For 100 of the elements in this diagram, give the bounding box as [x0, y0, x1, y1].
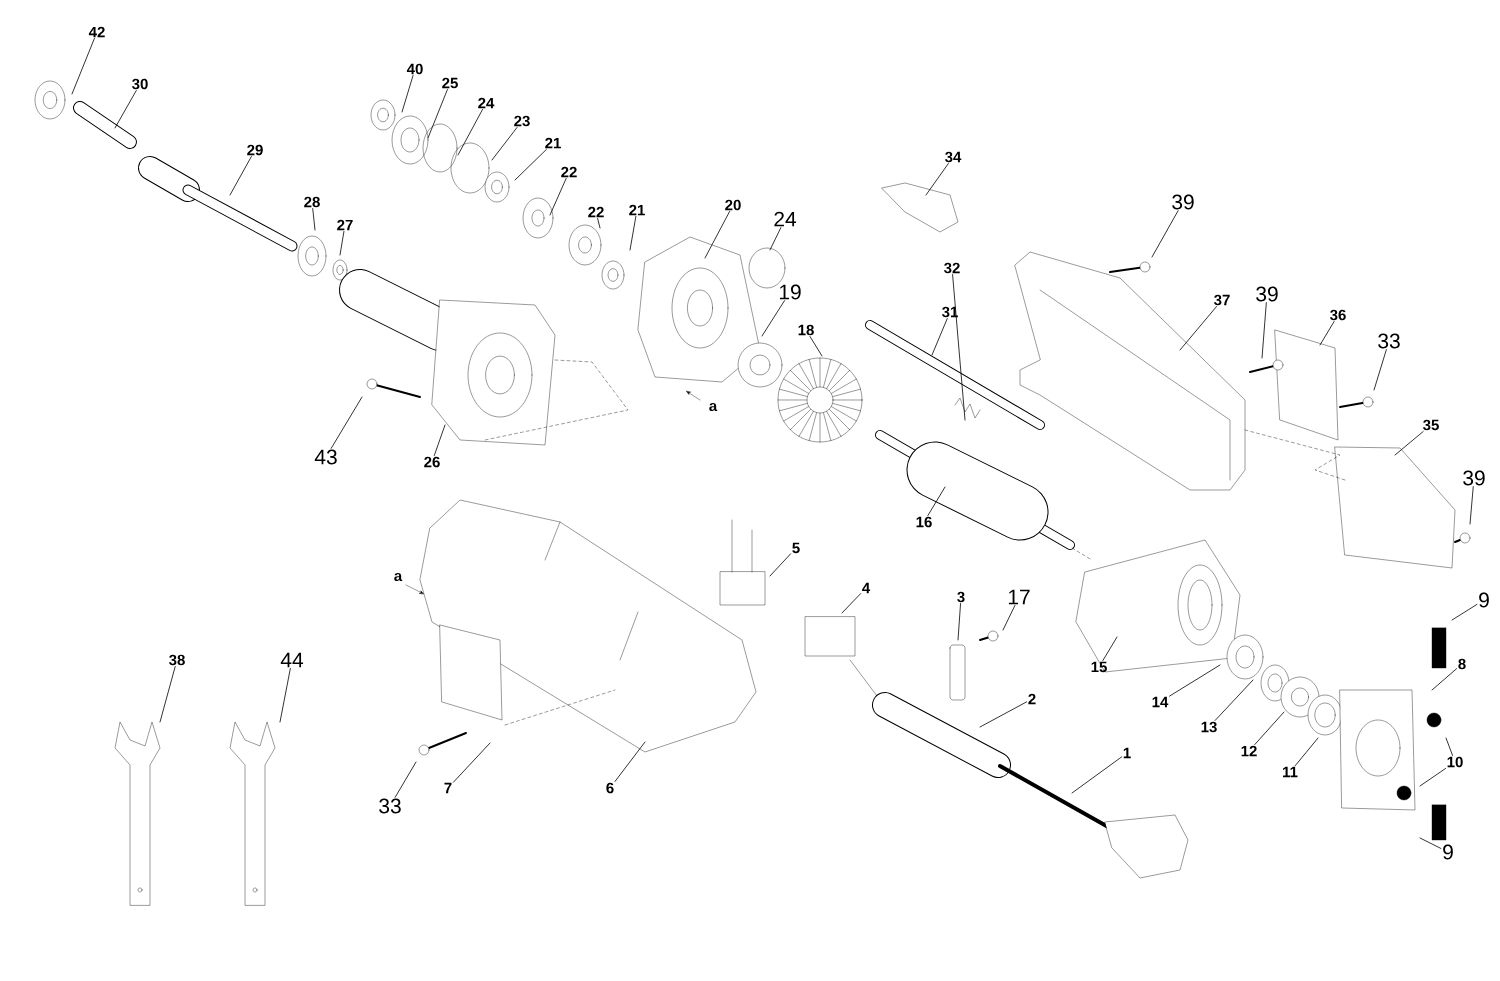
callout-number: 20: [725, 199, 741, 211]
callout-number: 40: [406, 63, 423, 75]
callout-number: 22: [588, 206, 604, 218]
leader-line: [1373, 349, 1387, 391]
callout-number: 2: [1028, 693, 1036, 705]
callout-number: 7: [444, 782, 452, 794]
leader-line: [159, 666, 176, 723]
callout-number: 39: [1172, 194, 1194, 210]
callout-number: 14: [1152, 696, 1169, 708]
callout-number: 22: [561, 166, 577, 178]
callout-number: 35: [1423, 419, 1439, 431]
leader-line: [1002, 605, 1016, 631]
callout-number: 21: [545, 137, 561, 149]
callout-number: 24: [478, 97, 495, 109]
leader-line: [597, 218, 601, 229]
leader-line: [491, 127, 518, 161]
callout-number: 37: [1214, 294, 1230, 306]
leader-line: [514, 149, 547, 181]
leader-line: [1319, 321, 1335, 346]
callout-number: 10: [1447, 756, 1463, 768]
callout-number: 18: [798, 324, 814, 336]
leader-line: [71, 38, 95, 95]
leader-line: [1261, 302, 1267, 359]
callout-number: 3: [957, 591, 965, 603]
callout-number: 24: [774, 211, 797, 227]
callout-number: 34: [945, 151, 962, 163]
leader-line: [312, 208, 316, 231]
callout-number: 43: [314, 449, 337, 465]
callout-number: 39: [1463, 470, 1485, 486]
leader-line: [1254, 711, 1285, 745]
leader-line: [394, 761, 417, 798]
callout-number: 19: [779, 284, 801, 300]
leader-line: [401, 75, 414, 113]
callout-number: 9: [1443, 844, 1453, 860]
callout-number: 25: [442, 77, 458, 89]
leader-line: [1431, 668, 1458, 691]
callout-number: 8: [1458, 658, 1466, 670]
callout-number: 4: [862, 582, 871, 594]
leader-line: [1469, 486, 1474, 525]
leader-line: [229, 156, 252, 196]
leader-line: [1419, 768, 1446, 787]
callout-number: 38: [169, 654, 185, 666]
leader-line: [453, 742, 491, 783]
callout-number: 28: [304, 196, 320, 208]
leader-line: [1102, 636, 1118, 661]
leader-line: [1394, 431, 1424, 456]
leader-line: [927, 486, 946, 516]
callout-number: 39: [1256, 286, 1278, 302]
callout-number: 17: [1008, 589, 1030, 605]
leader-line: [614, 741, 646, 782]
leader-line: [433, 424, 446, 456]
callout-number: 16: [916, 516, 932, 528]
callout-number: 5: [792, 542, 800, 554]
leader-line: [1294, 737, 1319, 767]
callout-number: 36: [1330, 309, 1346, 321]
leader-line: [931, 318, 948, 356]
leader-line: [427, 89, 448, 139]
leader-line: [979, 701, 1028, 728]
leader-line: [114, 90, 137, 129]
leader-line: [279, 668, 291, 723]
leader-line: [1151, 210, 1179, 258]
leader-line: [925, 163, 949, 196]
reference-letter: a: [709, 402, 718, 412]
leader-line: [629, 216, 637, 251]
callout-number: 13: [1201, 721, 1217, 733]
leader-line: [1071, 756, 1123, 794]
leader-line: [704, 211, 730, 259]
leader-line: [457, 109, 483, 156]
leader-line: [952, 274, 966, 421]
leader-line: [761, 300, 785, 337]
leader-line: [957, 603, 961, 641]
callout-number: 27: [337, 219, 353, 231]
callout-number: 12: [1241, 745, 1257, 757]
callout-number: 26: [424, 456, 440, 468]
callout-number: 6: [606, 782, 614, 794]
callout-number: 9: [1479, 592, 1489, 608]
callout-number: 33: [1378, 333, 1400, 349]
callout-number: 29: [247, 144, 263, 156]
callout-number: 15: [1091, 661, 1107, 673]
leader-line: [1451, 604, 1478, 621]
callout-number: 23: [514, 115, 530, 127]
leader-line: [1214, 679, 1254, 721]
leader-line: [1169, 664, 1221, 697]
callout-number: 32: [944, 262, 960, 274]
callout-number: 21: [629, 204, 645, 216]
leader-line: [1179, 306, 1217, 351]
leader-line: [330, 396, 363, 449]
callout-number: 44: [280, 652, 304, 668]
callout-number: 11: [1283, 766, 1298, 778]
callout-number: 1: [1123, 747, 1131, 759]
callout-number: 31: [942, 306, 958, 318]
callout-number: 33: [379, 798, 401, 814]
leader-line: [809, 336, 823, 357]
leader-line: [1445, 737, 1453, 756]
leader-line: [1419, 837, 1442, 849]
callout-number: 30: [132, 78, 148, 90]
leader-line: [769, 553, 792, 577]
leader-line: [339, 231, 345, 256]
leader-line: [549, 178, 567, 216]
callout-number: 42: [88, 26, 105, 38]
